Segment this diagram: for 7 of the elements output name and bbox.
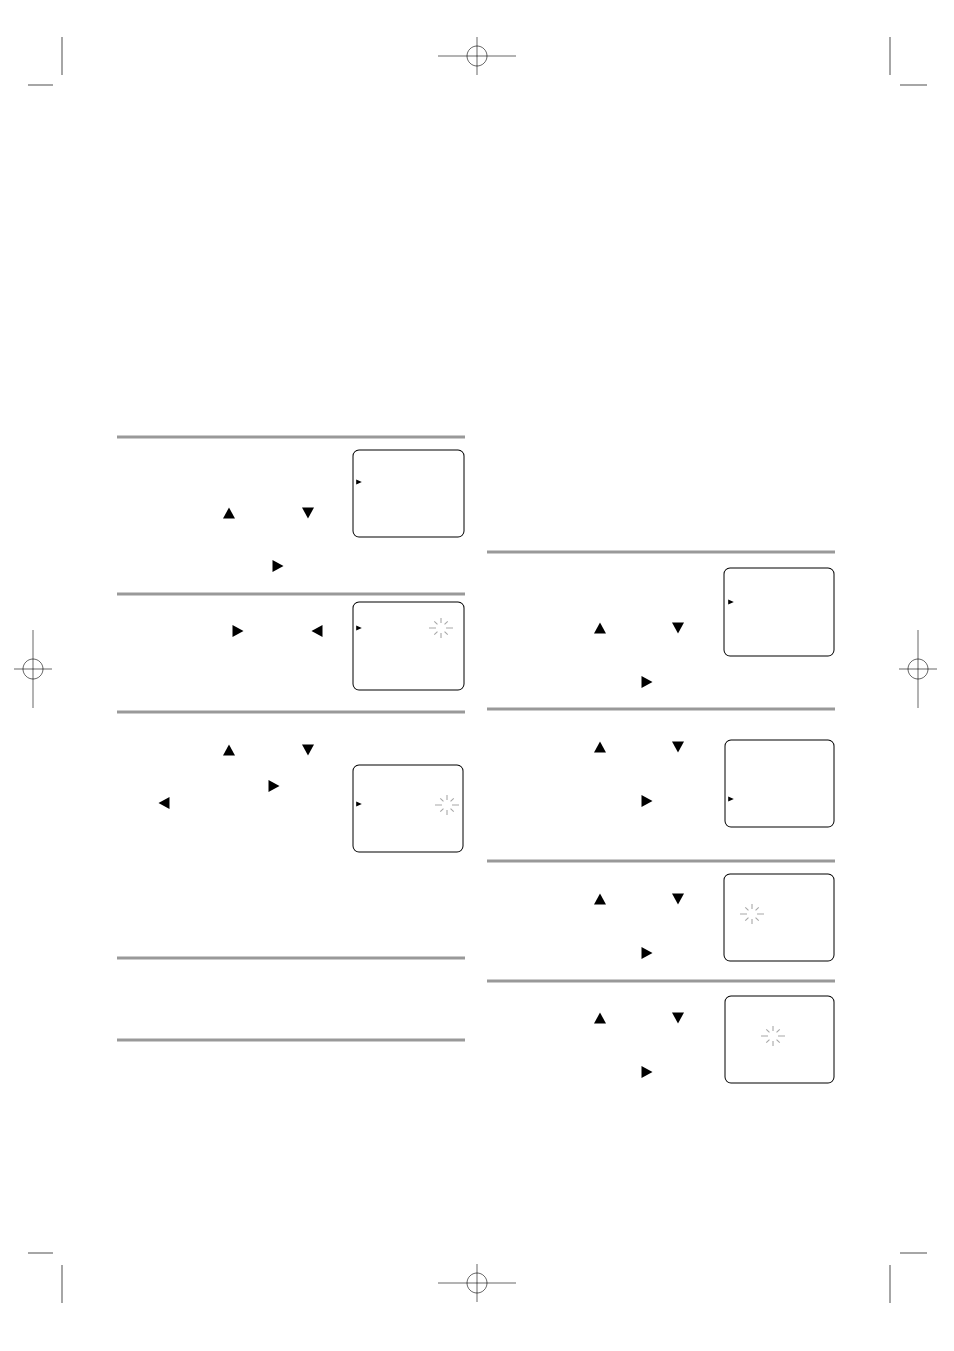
screen-box (352, 449, 465, 538)
screen-box (724, 739, 835, 828)
screen-box (352, 601, 465, 691)
screen-box (723, 567, 835, 657)
screen-box (723, 873, 835, 962)
screen-box (352, 764, 464, 853)
screen-box (724, 995, 835, 1084)
